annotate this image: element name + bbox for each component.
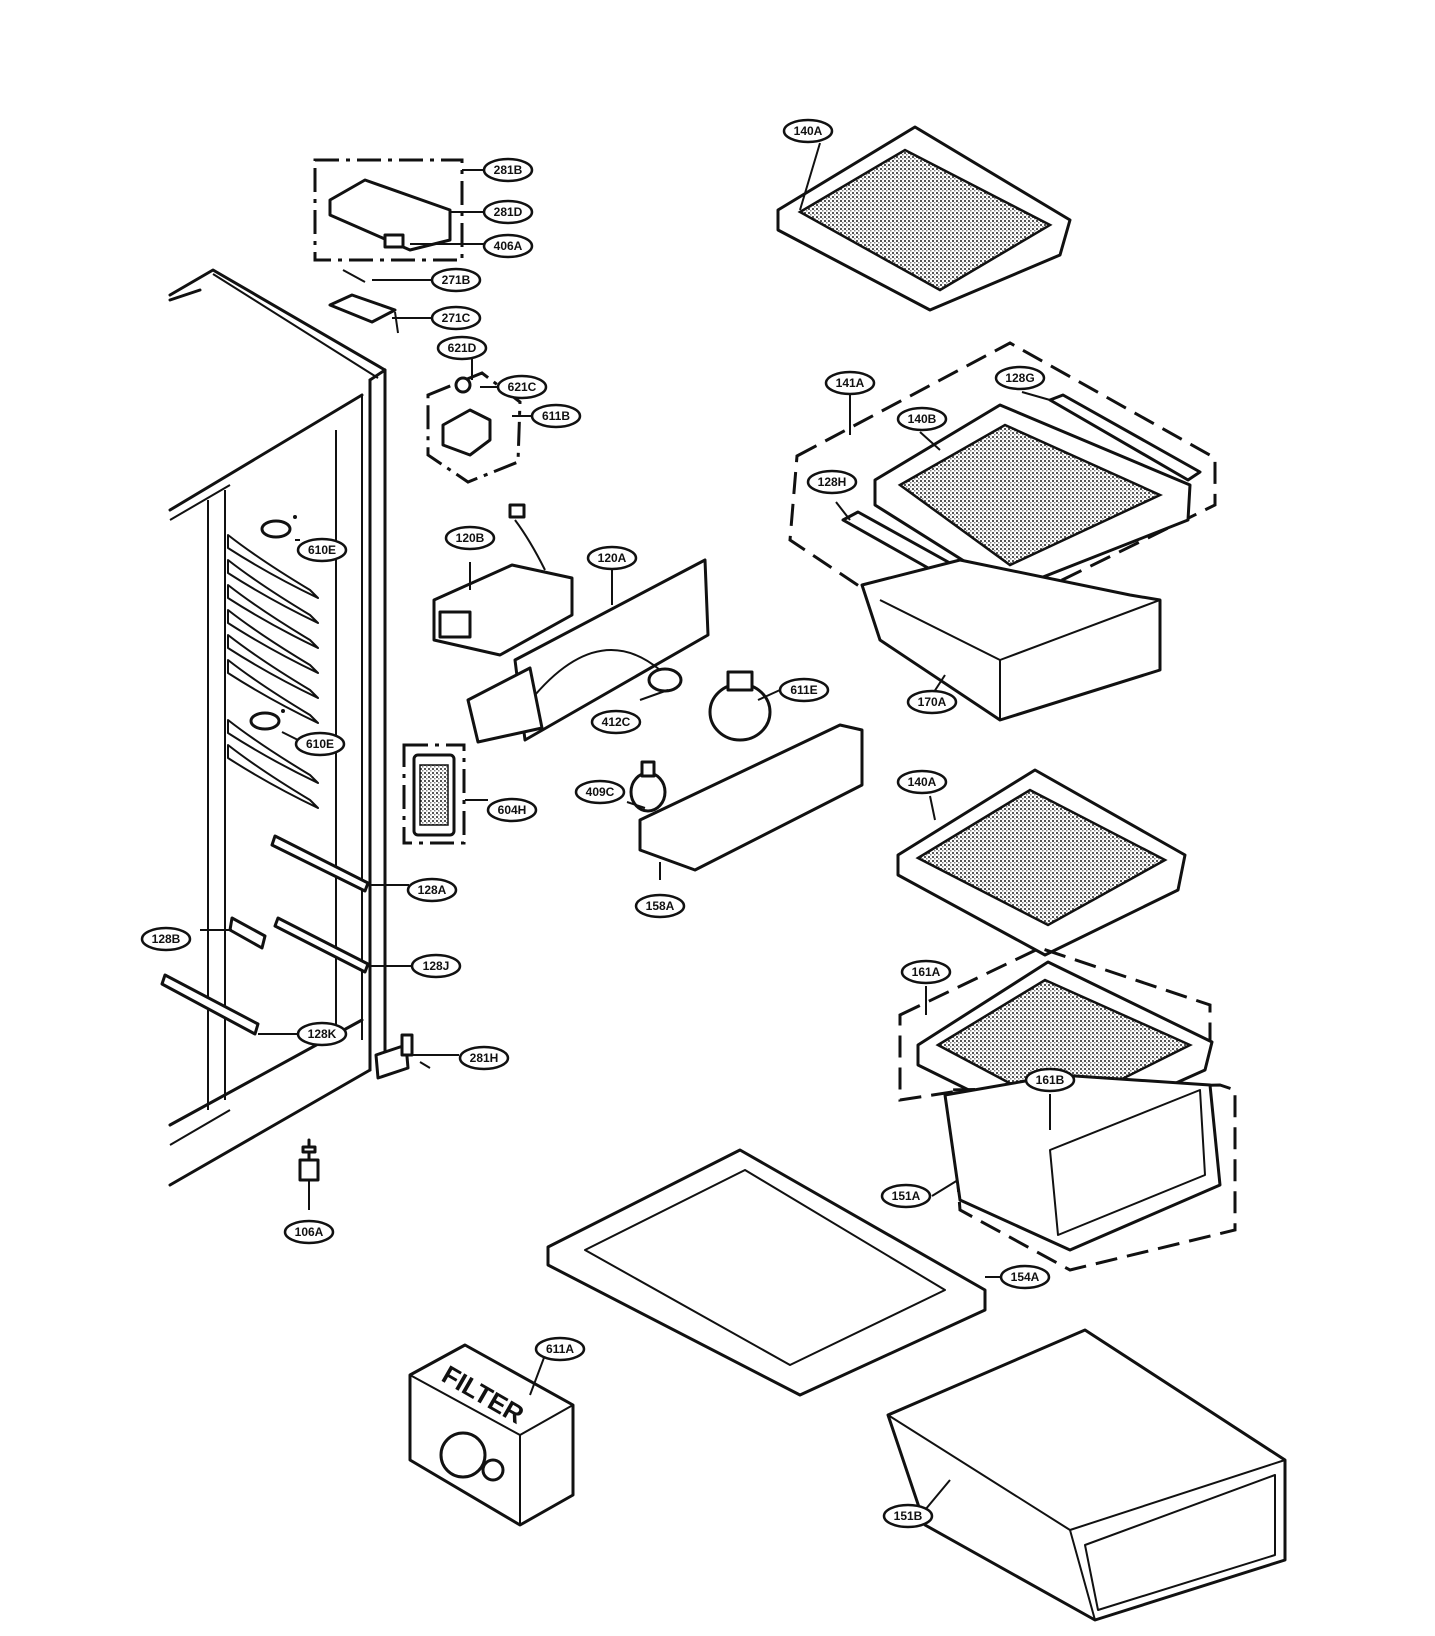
svg-text:140A: 140A [794,124,823,138]
svg-text:128K: 128K [308,1027,337,1041]
leveling-foot [298,1158,320,1182]
svg-text:140A: 140A [908,775,937,789]
callout-281H: 281H [458,1045,510,1071]
bracket-271C [328,293,397,324]
svg-text:604H: 604H [498,803,527,817]
callout-106A: 106A [283,1219,335,1245]
svg-text:409C: 409C [586,785,615,799]
svg-text:161B: 161B [1036,1073,1065,1087]
svg-text:611E: 611E [790,683,817,697]
callout-140A-top: 140A [782,118,834,144]
svg-text:271C: 271C [442,311,471,325]
callout-610E-top: 610E [296,537,348,563]
svg-text:140B: 140B [908,412,937,426]
callout-281D: 281D [482,199,534,225]
rail-128B [228,916,267,950]
svg-text:611B: 611B [542,409,570,423]
callout-161B: 161B [1024,1067,1076,1093]
svg-text:141A: 141A [836,376,865,390]
svg-text:271B: 271B [442,273,471,287]
svg-text:281H: 281H [470,1051,499,1065]
svg-text:154A: 154A [1011,1270,1040,1284]
callout-154A: 154A [999,1264,1051,1290]
light-housing-assembly [402,503,864,872]
callout-128J: 128J [410,953,462,979]
callout-281B: 281B [482,157,534,183]
callout-611E: 611E [778,677,830,703]
callout-271C: 271C [430,305,482,331]
lamp-cover-bottom [249,711,281,731]
callout-151A: 151A [880,1183,932,1209]
rail-128A [270,834,370,893]
callout-610E-bottom: 610E [294,731,346,757]
svg-text:610E: 610E [308,543,336,557]
callout-611B: 611B [530,403,582,429]
svg-text:610E: 610E [306,737,334,751]
svg-text:158A: 158A [646,899,675,913]
callout-611A: 611A [534,1336,586,1362]
svg-text:281D: 281D [494,205,523,219]
callout-140B: 140B [896,406,948,432]
callout-604H: 604H [486,797,538,823]
svg-text:621C: 621C [508,380,537,394]
callout-158A: 158A [634,893,686,919]
lamp-cover-top [260,519,292,539]
callout-141A: 141A [824,370,876,396]
callout-412C: 412C [590,709,642,735]
motor-611E [708,682,772,742]
control-box-assembly [313,158,522,484]
svg-text:120A: 120A [598,551,627,565]
svg-text:120B: 120B [456,531,485,545]
svg-text:128G: 128G [1005,371,1034,385]
callout-128H: 128H [806,469,858,495]
rail-128K [160,973,260,1036]
shelf-frame-154A [546,1148,987,1397]
callout-621D: 621D [436,335,488,361]
svg-text:128B: 128B [152,932,181,946]
callout-170A: 170A [906,689,958,715]
trim-128G [1048,393,1202,482]
callout-161A: 161A [900,959,952,985]
callout-128K: 128K [296,1021,348,1047]
callout-128G: 128G [994,365,1046,391]
callout-151B: 151B [882,1503,934,1529]
water-filter-611A: FILTER [408,1343,575,1527]
shelf-140A-top [776,125,1072,312]
svg-text:106A: 106A [295,1225,324,1239]
svg-text:128A: 128A [418,883,447,897]
callout-409C: 409C [574,779,626,805]
svg-text:151A: 151A [892,1189,921,1203]
crisper-drawer-170A [860,558,1162,722]
callout-140A-mid: 140A [896,769,948,795]
svg-text:611A: 611A [546,1342,574,1356]
svg-text:128H: 128H [818,475,847,489]
hinge-281H [374,1043,410,1080]
refrigerator-cabinet [160,268,431,1187]
lamp-cover-158A [638,723,864,872]
lamp-socket [647,667,683,693]
callout-406A: 406A [482,233,534,259]
callout-271B: 271B [430,267,482,293]
svg-text:281B: 281B [494,163,523,177]
svg-text:170A: 170A [918,695,947,709]
svg-text:161A: 161A [912,965,941,979]
callout-128B: 128B [140,926,192,952]
svg-text:151B: 151B [894,1509,923,1523]
callout-120A: 120A [586,545,638,571]
callout-120B: 120B [444,525,496,551]
crisper-drawer-151B [886,1328,1287,1622]
rail-128J [273,916,370,974]
shelf-140A-mid [896,768,1187,957]
svg-text:621D: 621D [448,341,477,355]
svg-text:412C: 412C [602,715,631,729]
shelf-group-141A [788,341,1217,722]
svg-text:128J: 128J [423,959,450,973]
callout-621C: 621C [496,374,548,400]
damper-611B [441,408,492,457]
svg-text:406A: 406A [494,239,523,253]
callout-128A: 128A [406,877,458,903]
drawer-group-161A [898,946,1237,1272]
